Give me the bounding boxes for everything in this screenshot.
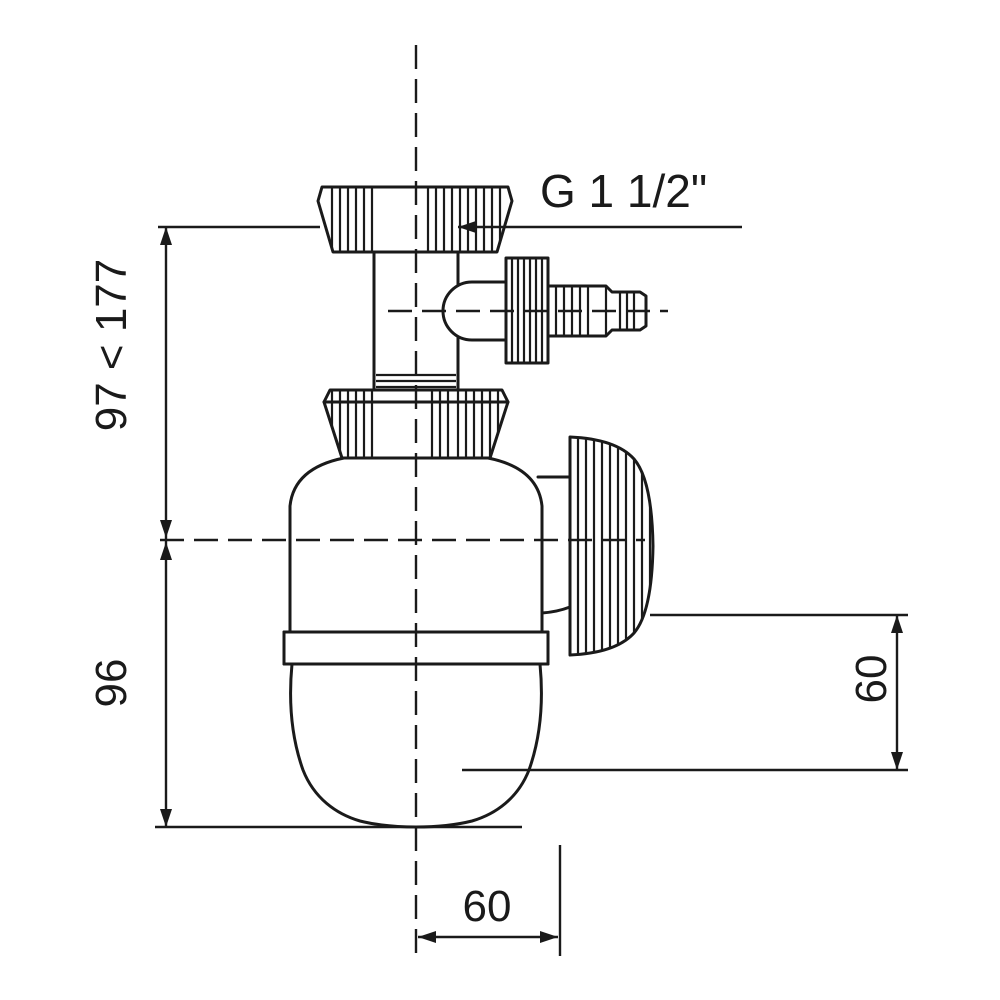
- top-nut-knurling: [330, 187, 502, 252]
- body-shoulder-right: [486, 456, 544, 634]
- dim-label-60-right: 60: [847, 655, 896, 704]
- thread-size-callout: G 1 1/2": [458, 165, 742, 233]
- outlet-assembly: [536, 435, 655, 657]
- body-shoulder-left: [288, 456, 346, 634]
- dim-label-96: 96: [87, 659, 136, 708]
- union-nut-knurling: [330, 390, 500, 458]
- dim-label-97-177: 97 < 177: [87, 259, 136, 432]
- thread-size-label: G 1 1/2": [540, 165, 707, 217]
- dim-60-bottom: 60: [418, 845, 562, 956]
- outlet-elbow-bottom: [540, 605, 572, 615]
- dim-height-97-177: 97 < 177: [87, 225, 320, 540]
- centerlines: [160, 45, 668, 958]
- outlet-nut-outline: [568, 435, 655, 657]
- dim-height-96: 96: [87, 540, 522, 829]
- dim-60-right: 60: [462, 613, 908, 772]
- dimensions: 97 < 177 96 60: [87, 165, 908, 956]
- dim-label-60-bottom: 60: [463, 882, 512, 931]
